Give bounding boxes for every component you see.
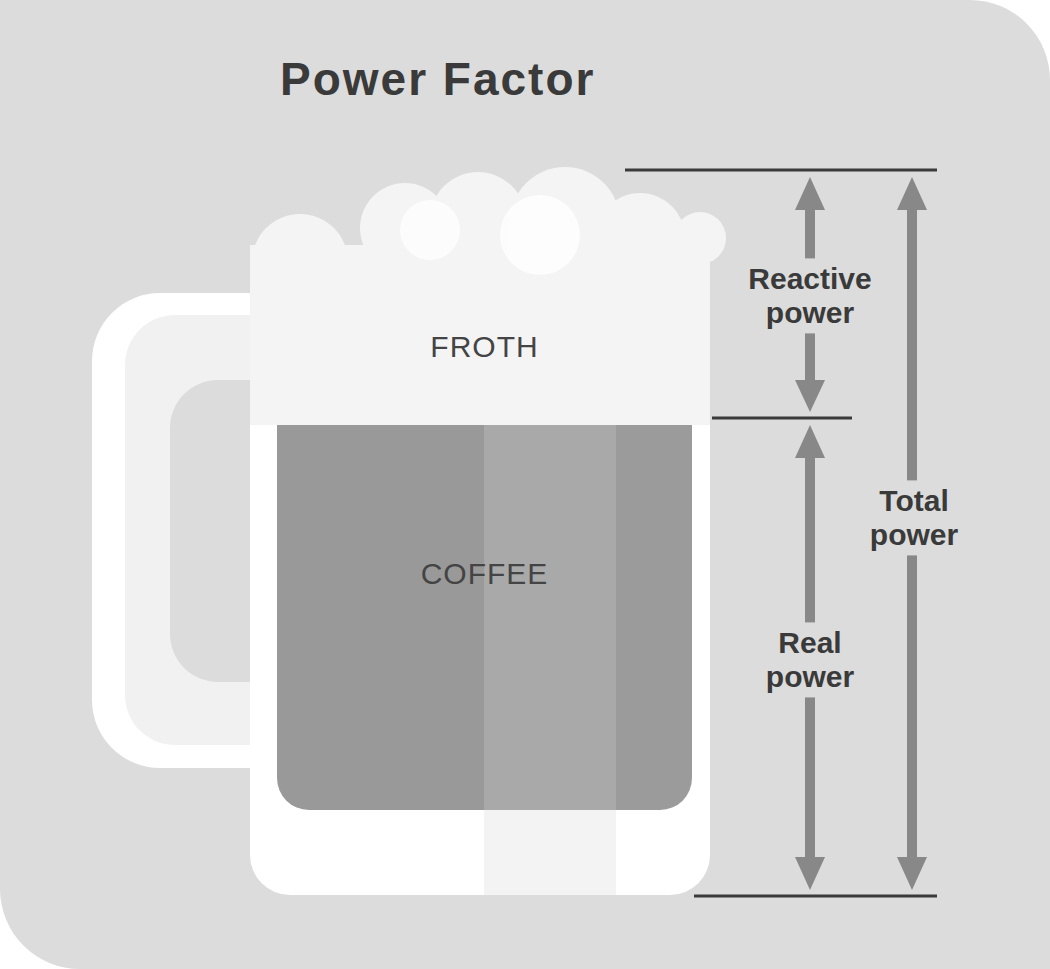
layer-label: COFFEE: [421, 557, 549, 591]
dimension-label: Total power: [864, 480, 964, 555]
dimension-label: Reactive power: [742, 258, 877, 333]
dimension-label: Real power: [760, 622, 860, 697]
froth-layer: FROTH: [277, 268, 692, 425]
handle-shade: [125, 315, 255, 745]
diagram-title: Power Factor: [280, 52, 595, 106]
layer-label: FROTH: [430, 330, 538, 364]
froth-highlight: [400, 195, 580, 275]
coffee-layer: COFFEE: [277, 425, 692, 810]
mug-handle: [92, 293, 275, 768]
froth-foam: [250, 167, 726, 425]
handle-hole: [170, 380, 252, 682]
